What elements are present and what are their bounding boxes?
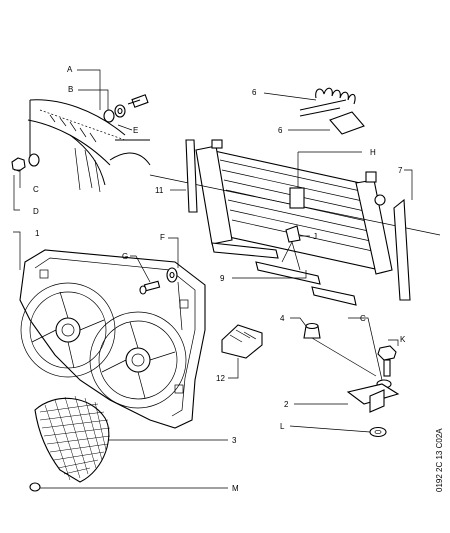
radiator [195, 139, 393, 275]
washer-b-inner [117, 107, 123, 115]
callout-A: A [67, 65, 73, 74]
callout-E: E [133, 126, 138, 135]
mount-12 [221, 324, 263, 359]
callout-H: H [370, 148, 376, 157]
washer-f-inner [169, 271, 175, 279]
strip-11 [185, 139, 198, 213]
callout-M: M [232, 484, 239, 493]
callout-L: L [280, 422, 285, 431]
washer-c-left [28, 153, 40, 167]
callout-4: 4 [280, 314, 285, 323]
grommet-4 [303, 322, 321, 339]
callout-G: G [122, 252, 128, 261]
callout-J: J [313, 232, 317, 241]
callout-9: 9 [220, 274, 225, 283]
callout-6-top: 6 [252, 88, 257, 97]
fan-grille [34, 395, 111, 483]
callout-c-left: C [33, 185, 39, 194]
seal-strips-9 [211, 242, 357, 306]
bracket-h [289, 187, 305, 209]
spring-clip-6 [299, 87, 356, 117]
washer-l [369, 426, 387, 438]
callout-6-bottom: 6 [278, 126, 283, 135]
callout-12: 12 [216, 374, 225, 383]
clip-m [29, 482, 41, 492]
callout-1: 1 [35, 229, 40, 238]
callout-K: K [400, 335, 406, 344]
fan-shroud [19, 249, 206, 429]
strip-7 [393, 198, 411, 301]
arch-panel [27, 99, 151, 193]
bolt-g [139, 280, 161, 295]
callout-11: 11 [155, 186, 164, 195]
reference-code: 0192 2C 13 C02A [435, 428, 444, 492]
callout-c-right: C [360, 314, 366, 323]
bracket-6 [329, 111, 365, 135]
callout-B: B [68, 85, 73, 94]
bolt-a [127, 94, 149, 108]
callout-7: 7 [398, 166, 403, 175]
clip-j [285, 225, 301, 243]
callout-2: 2 [284, 400, 289, 409]
bracket-2 [346, 383, 400, 413]
nut-c-left [11, 157, 26, 172]
nut-e [103, 109, 115, 123]
bolt-k [377, 345, 397, 377]
callout-3: 3 [232, 436, 237, 445]
callout-F: F [160, 233, 165, 242]
callout-D: D [33, 207, 39, 216]
